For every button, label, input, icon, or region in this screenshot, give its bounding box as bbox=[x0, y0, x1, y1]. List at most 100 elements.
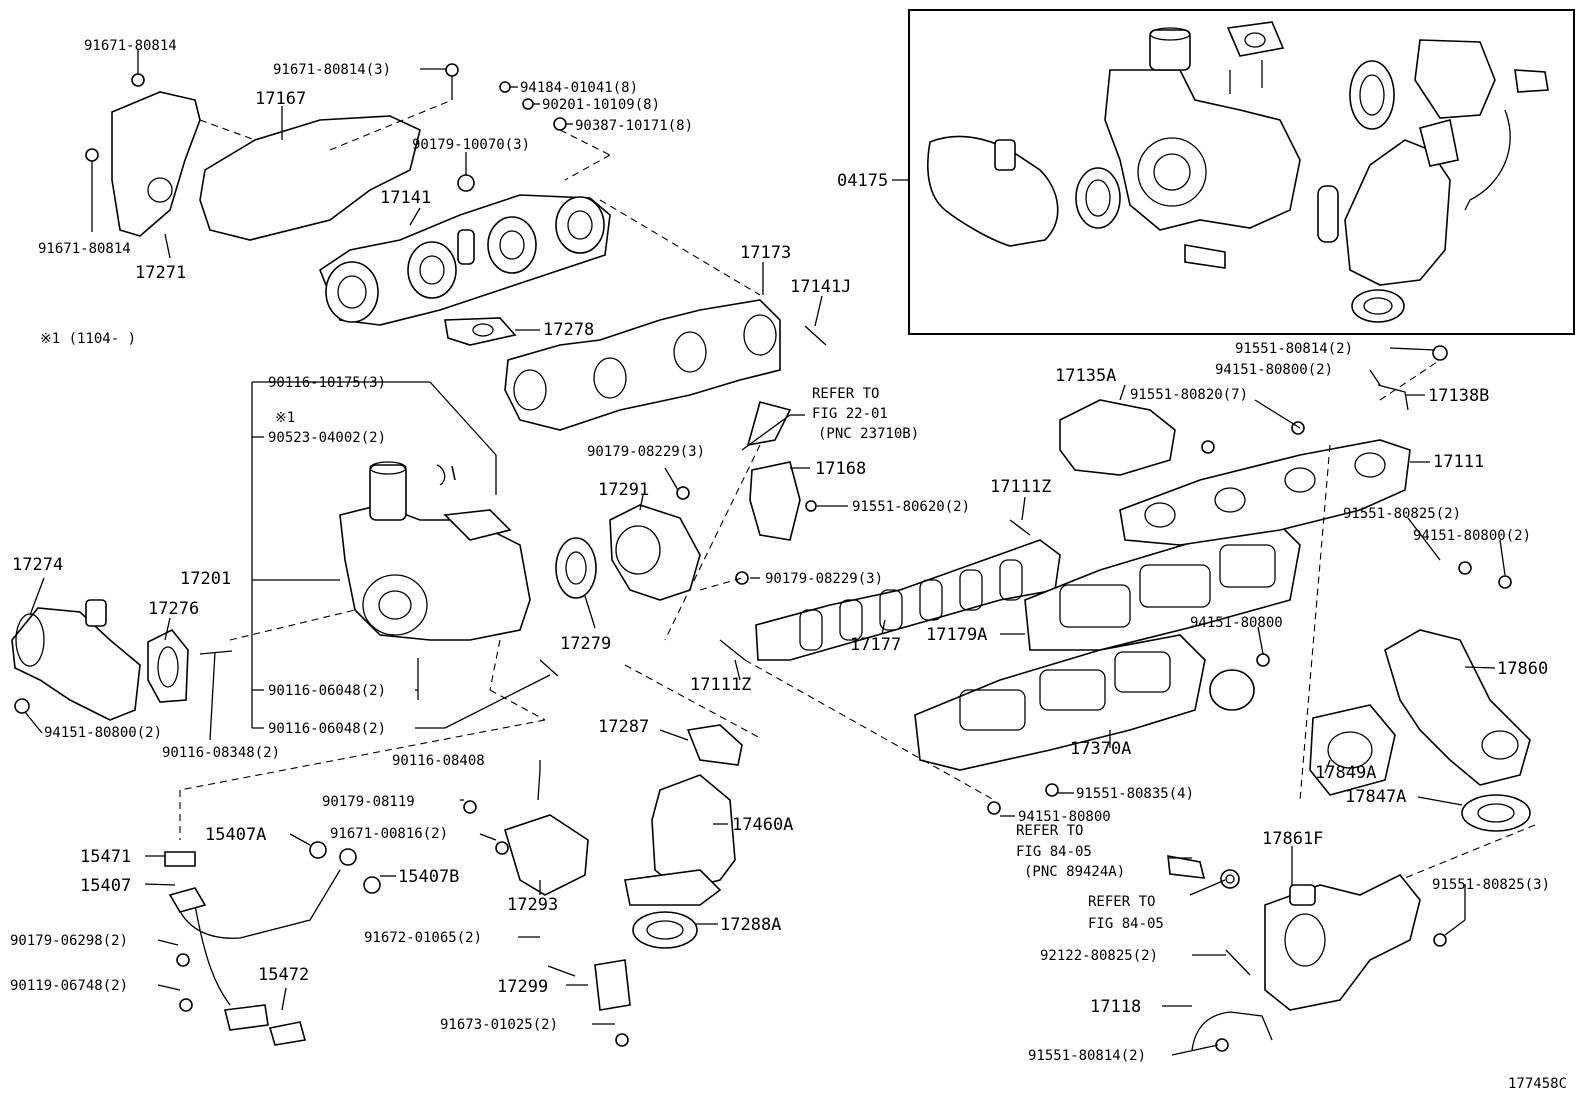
part-label: 17861F bbox=[1262, 829, 1323, 849]
gasket-17173 bbox=[504, 199, 827, 431]
ref-injector-line1: REFER TO bbox=[812, 386, 879, 402]
part-label: 90116-06048(2) bbox=[268, 683, 386, 699]
part-label: 15471 bbox=[80, 847, 131, 867]
part-label: 91671-80814 bbox=[84, 38, 177, 54]
part-label: 17271 bbox=[135, 263, 186, 283]
part-label: 17201 bbox=[180, 569, 231, 589]
gasket-17847a bbox=[1399, 794, 1536, 881]
part-label: 91551-80825(3) bbox=[1432, 877, 1550, 893]
part-label: 91551-80820(7) bbox=[1130, 387, 1248, 403]
gasket-17279 bbox=[555, 537, 597, 599]
part-label: 90387-10171(8) bbox=[575, 118, 693, 134]
part-label: 17279 bbox=[560, 634, 611, 654]
heat-shield-17271 bbox=[111, 91, 201, 259]
part-label: 17135A bbox=[1055, 366, 1116, 386]
part-label: 17370A bbox=[1070, 739, 1131, 759]
cover-17135a bbox=[1059, 399, 1176, 476]
exhaust-manifold-17141 bbox=[319, 194, 611, 326]
part-label: 15407A bbox=[205, 825, 266, 845]
oil-pipes-15407 bbox=[164, 841, 381, 1046]
part-labels: 91671-80814 91671-80814(3) 17167 94184-0… bbox=[10, 38, 1567, 1092]
ref-sensor-line1: REFER TO bbox=[1016, 823, 1083, 839]
part-label: 94184-01041(8) bbox=[520, 80, 638, 96]
part-label: 17847A bbox=[1345, 787, 1406, 807]
gasket-17288a bbox=[632, 911, 698, 949]
catalytic-converter-17460a bbox=[624, 774, 736, 906]
egr-cooler-17861f bbox=[1167, 855, 1447, 1011]
ref-seal-line1: REFER TO bbox=[1088, 894, 1155, 910]
gasket-17278 bbox=[444, 317, 517, 346]
part-label: 17274 bbox=[12, 555, 63, 575]
part-label: 17179A bbox=[926, 625, 987, 645]
part-label: 17168 bbox=[815, 459, 866, 479]
part-label: 91673-01025(2) bbox=[440, 1017, 558, 1033]
part-label: 17111 bbox=[1433, 452, 1484, 472]
bracket-17293 bbox=[463, 769, 589, 896]
turbocharger-17201 bbox=[179, 455, 559, 840]
part-label: 90179-10070(3) bbox=[412, 137, 530, 153]
gasket-17179a bbox=[1024, 524, 1301, 651]
part-label: 94151-80800(2) bbox=[1215, 362, 1333, 378]
part-label: 91672-01065(2) bbox=[364, 930, 482, 946]
part-label: 15472 bbox=[258, 965, 309, 985]
part-label: 15407 bbox=[80, 876, 131, 896]
exhaust-pipe-17860 bbox=[1384, 561, 1531, 786]
part-label: 91551-80835(4) bbox=[1076, 786, 1194, 802]
pipe-17118 bbox=[1191, 1011, 1273, 1052]
part-label: 90523-04002(2) bbox=[268, 430, 386, 446]
part-label: 94151-80800 bbox=[1190, 615, 1283, 631]
leader-lines bbox=[24, 50, 1506, 1056]
part-label: 90116-06048(2) bbox=[268, 721, 386, 737]
part-label: 17177 bbox=[850, 635, 901, 655]
part-label: 17138B bbox=[1428, 386, 1489, 406]
part-label: 17291 bbox=[598, 480, 649, 500]
ref-sensor-line3: (PNC 89424A) bbox=[1024, 864, 1125, 880]
part-label: 90116-08408 bbox=[392, 753, 485, 769]
part-label: 17111Z bbox=[990, 477, 1051, 497]
part-label: 17299 bbox=[497, 977, 548, 997]
bracket-17299 bbox=[547, 959, 631, 1047]
part-label: 91551-80814(2) bbox=[1235, 341, 1353, 357]
ref-sensor-line2: FIG 84-05 bbox=[1016, 844, 1092, 860]
part-label: 90116-10175(3) bbox=[268, 375, 386, 391]
part-label: 90201-10109(8) bbox=[542, 97, 660, 113]
part-label: 17460A bbox=[732, 815, 793, 835]
part-label: 17141J bbox=[790, 277, 851, 297]
kit-label: 04175 bbox=[837, 171, 888, 191]
part-label: 17173 bbox=[740, 243, 791, 263]
part-label: 91551-80620(2) bbox=[852, 499, 970, 515]
note-range: ※1 (1104- ) bbox=[40, 331, 136, 347]
part-label: 17118 bbox=[1090, 997, 1141, 1017]
part-label: 17287 bbox=[598, 717, 649, 737]
part-label: 90179-08119 bbox=[322, 794, 415, 810]
gasket-17287 bbox=[624, 664, 761, 766]
part-label: 17849A bbox=[1315, 763, 1376, 783]
part-label: 90116-08348(2) bbox=[162, 745, 280, 761]
part-label: 90179-08229(3) bbox=[587, 444, 705, 460]
figure-code: 177458C bbox=[1508, 1076, 1567, 1092]
ref-injector-line3: (PNC 23710B) bbox=[818, 426, 919, 442]
gasket-17849a bbox=[1309, 704, 1396, 796]
part-label: 17276 bbox=[148, 599, 199, 619]
ref-injector-line2: FIG 22-01 bbox=[812, 406, 888, 422]
part-label: 91671-80814(3) bbox=[273, 62, 391, 78]
part-label: 90179-08229(3) bbox=[765, 571, 883, 587]
part-label: 17278 bbox=[543, 320, 594, 340]
turbo-kit-box bbox=[892, 9, 1575, 335]
part-label: 91551-80825(2) bbox=[1343, 506, 1461, 522]
part-label: 17167 bbox=[255, 89, 306, 109]
part-label: 17111Z bbox=[690, 675, 751, 695]
part-label: 17288A bbox=[720, 915, 781, 935]
ref-seal-line2: FIG 84-05 bbox=[1088, 916, 1164, 932]
egr-valve-17291 bbox=[609, 486, 701, 601]
clip-90523 bbox=[436, 464, 446, 486]
part-label: 91671-80814 bbox=[38, 241, 131, 257]
part-label: 90119-06748(2) bbox=[10, 978, 128, 994]
part-label: 15407B bbox=[398, 867, 459, 887]
note-marker: ※1 bbox=[275, 410, 295, 426]
part-label: 17293 bbox=[507, 895, 558, 915]
gasket-17276 bbox=[147, 628, 233, 703]
part-label: 94151-80800(2) bbox=[1413, 528, 1531, 544]
intake-manifold-17370a bbox=[744, 634, 1270, 815]
